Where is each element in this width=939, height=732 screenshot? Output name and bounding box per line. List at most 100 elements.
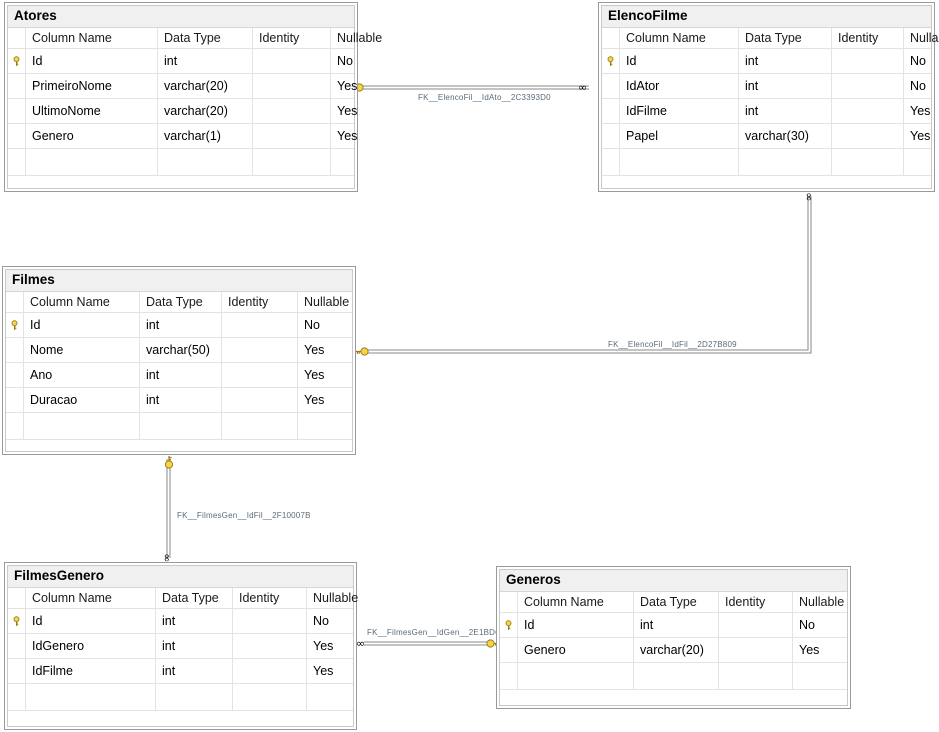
table-filmes[interactable]: Filmes Column Name Data Type Identity Nu… — [2, 266, 356, 455]
cell-column-name[interactable]: IdFilme — [619, 98, 739, 124]
column-header-identity[interactable]: Identity — [232, 588, 307, 609]
cell-column-name[interactable]: Papel — [619, 123, 739, 149]
cell-nullable[interactable]: Yes — [306, 633, 353, 659]
cell-nullable[interactable]: Yes — [297, 337, 352, 363]
cell-nullable[interactable]: Yes — [903, 98, 931, 124]
cell-data-type[interactable]: int — [738, 73, 832, 99]
cell-data-type[interactable]: int — [139, 387, 222, 413]
relationship-label-filmesgen-idfil[interactable]: FK__FilmesGen__IdFil__2F10007B — [177, 511, 311, 520]
cell-column-name[interactable]: Id — [619, 48, 739, 74]
cell-column-name[interactable]: IdGenero — [25, 633, 156, 659]
cell-column-name[interactable]: Duracao — [23, 387, 140, 413]
column-header-identity[interactable]: Identity — [252, 28, 331, 49]
cell-column-name[interactable]: Ano — [23, 362, 140, 388]
cell-nullable[interactable]: Yes — [297, 362, 352, 388]
cell-nullable[interactable]: No — [903, 73, 931, 99]
cell-nullable[interactable]: No — [330, 48, 354, 74]
cell-nullable[interactable]: Yes — [330, 98, 357, 124]
cell-data-type[interactable]: varchar(20) — [157, 73, 253, 99]
cell-identity[interactable] — [831, 48, 904, 74]
column-header-data-type[interactable]: Data Type — [157, 28, 253, 49]
table-elencofilme[interactable]: ElencoFilme Column Name Data Type Identi… — [598, 2, 939, 192]
cell-nullable[interactable]: No — [306, 608, 353, 634]
column-header-nullable[interactable]: Nullable — [330, 28, 382, 49]
cell-identity[interactable] — [221, 312, 298, 338]
cell-data-type[interactable]: int — [738, 98, 832, 124]
column-header-column-name[interactable]: Column Name — [517, 592, 634, 613]
column-header-identity[interactable]: Identity — [718, 592, 793, 613]
column-header-column-name[interactable]: Column Name — [25, 28, 158, 49]
cell-identity[interactable] — [252, 73, 331, 99]
column-header-data-type[interactable]: Data Type — [139, 292, 222, 313]
cell-column-name[interactable]: IdFilme — [25, 658, 156, 684]
cell-column-name[interactable]: IdAtor — [619, 73, 739, 99]
cell-identity[interactable] — [831, 73, 904, 99]
cell-nullable[interactable]: No — [297, 312, 352, 338]
relationship-label-elencofil-idfil[interactable]: FK__ElencoFil__IdFil__2D27B809 — [608, 340, 737, 349]
cell-identity[interactable] — [252, 48, 331, 74]
cell-data-type[interactable]: int — [738, 48, 832, 74]
cell-data-type[interactable]: varchar(20) — [157, 98, 253, 124]
cell-identity[interactable] — [718, 637, 793, 663]
cell-column-name[interactable]: Id — [25, 608, 156, 634]
column-header-data-type[interactable]: Data Type — [155, 588, 233, 609]
cell-column-name[interactable]: Id — [25, 48, 158, 74]
relationship-label-filmesgen-idgen[interactable]: FK__FilmesGen__IdGen__2E1BDC42 — [367, 628, 511, 637]
key-cell-empty — [602, 73, 620, 99]
cell-column-name[interactable]: Genero — [25, 123, 158, 149]
cell-column-name[interactable]: Id — [517, 612, 634, 638]
cell-nullable[interactable]: Yes — [306, 658, 353, 684]
cell-data-type[interactable]: varchar(1) — [157, 123, 253, 149]
cell-identity[interactable] — [221, 387, 298, 413]
cell-identity[interactable] — [831, 123, 904, 149]
cell-identity[interactable] — [232, 608, 307, 634]
table-filmesgenero[interactable]: FilmesGenero Column Name Data Type Ident… — [4, 562, 358, 730]
cell-identity[interactable] — [221, 337, 298, 363]
cell-nullable[interactable]: Yes — [903, 123, 931, 149]
cell-nullable[interactable]: Yes — [792, 637, 847, 663]
cell-identity[interactable] — [252, 98, 331, 124]
column-header-nullable[interactable]: Nullable — [306, 588, 358, 609]
cell-column-name[interactable]: PrimeiroNome — [25, 73, 158, 99]
relationship-label-elencofil-idato[interactable]: FK__ElencoFil__IdAto__2C3393D0 — [418, 93, 551, 102]
cell-identity[interactable] — [831, 98, 904, 124]
cell-data-type[interactable]: int — [155, 633, 233, 659]
column-header-nullable[interactable]: Nullable — [297, 292, 352, 313]
column-header-column-name[interactable]: Column Name — [25, 588, 156, 609]
cell-identity[interactable] — [221, 362, 298, 388]
column-header-identity[interactable]: Identity — [221, 292, 298, 313]
cell-data-type[interactable]: varchar(30) — [738, 123, 832, 149]
cell-identity[interactable] — [252, 123, 331, 149]
column-header-data-type[interactable]: Data Type — [633, 592, 719, 613]
cell-data-type[interactable]: varchar(50) — [139, 337, 222, 363]
cell-nullable[interactable]: Yes — [330, 73, 357, 99]
cell-data-type[interactable]: int — [157, 48, 253, 74]
cell-data-type[interactable]: int — [155, 658, 233, 684]
cell-data-type[interactable]: int — [139, 312, 222, 338]
cell-nullable[interactable]: No — [792, 612, 847, 638]
cell-column-name[interactable]: Id — [23, 312, 140, 338]
table-row: Genero varchar(20) Yes — [500, 637, 847, 663]
table-atores[interactable]: Atores Column Name Data Type Identity Nu… — [4, 2, 382, 192]
cell-identity[interactable] — [718, 612, 793, 638]
cell-data-type[interactable]: int — [633, 612, 719, 638]
cell-identity[interactable] — [232, 633, 307, 659]
cell-nullable[interactable]: Yes — [330, 123, 357, 149]
cell-identity[interactable] — [232, 658, 307, 684]
cell-nullable[interactable]: No — [903, 48, 931, 74]
column-header-column-name[interactable]: Column Name — [23, 292, 140, 313]
cell-nullable[interactable]: Yes — [297, 387, 352, 413]
column-header-nullable[interactable]: Nullable — [792, 592, 847, 613]
cell-data-type[interactable]: int — [139, 362, 222, 388]
cell-column-name[interactable]: Nome — [23, 337, 140, 363]
cell-column-name[interactable]: UltimoNome — [25, 98, 158, 124]
cell-data-type[interactable]: int — [155, 608, 233, 634]
column-header-nullable[interactable]: Nullable — [903, 28, 939, 49]
column-header-identity[interactable]: Identity — [831, 28, 904, 49]
cell-data-type[interactable]: varchar(20) — [633, 637, 719, 663]
cell-column-name[interactable]: Genero — [517, 637, 634, 663]
column-header-data-type[interactable]: Data Type — [738, 28, 832, 49]
column-header-column-name[interactable]: Column Name — [619, 28, 739, 49]
table-generos[interactable]: Generos Column Name Data Type Identity N… — [496, 566, 851, 709]
